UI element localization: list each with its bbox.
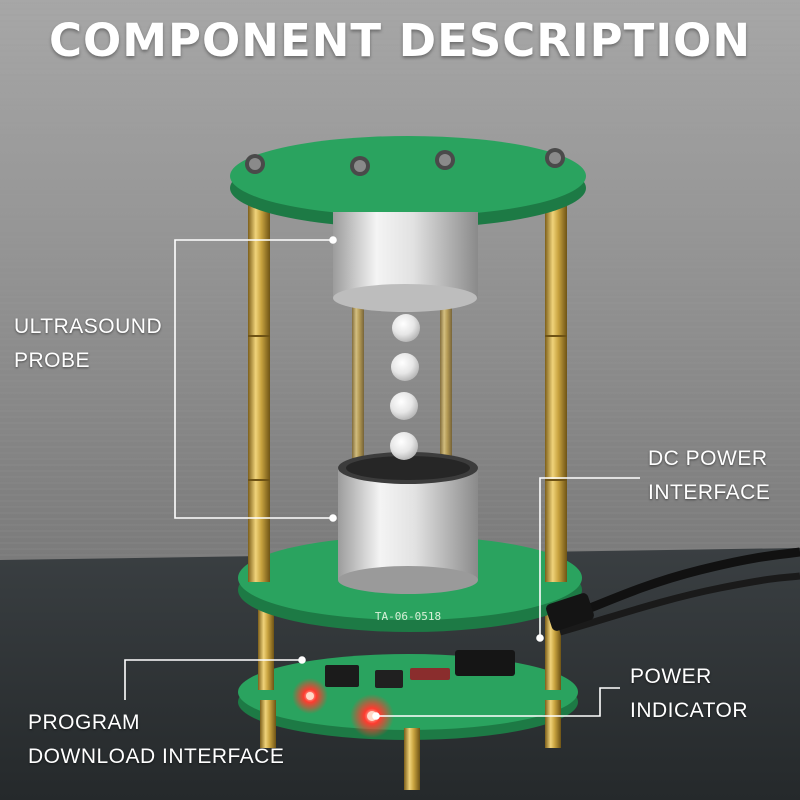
label-line: INTERFACE bbox=[648, 481, 771, 504]
label-line: POWER bbox=[630, 665, 712, 688]
label-line: INDICATOR bbox=[630, 699, 749, 722]
board-print: TA-06-0518 bbox=[375, 610, 441, 623]
brass-pillar-right bbox=[545, 182, 567, 582]
bottom-pcb bbox=[238, 654, 578, 730]
callout-dc-power bbox=[536, 477, 640, 642]
brass-pillar-left bbox=[248, 182, 270, 582]
connector-block bbox=[455, 650, 515, 676]
upper-transducer bbox=[333, 212, 478, 298]
levitating-bead bbox=[392, 314, 420, 342]
lower-transducer bbox=[338, 468, 478, 580]
label-dc-power-interface: DC POWER INTERFACE bbox=[648, 442, 770, 510]
label-line: DC POWER bbox=[648, 447, 768, 470]
callout-ultrasound-probe bbox=[174, 236, 337, 522]
label-power-indicator: POWER INDICATOR bbox=[630, 660, 748, 728]
label-line: PROBE bbox=[14, 349, 91, 372]
brass-foot-left bbox=[260, 700, 276, 748]
top-pcb bbox=[230, 136, 586, 216]
label-line: PROGRAM bbox=[28, 711, 141, 734]
callout-power-indicator bbox=[372, 687, 620, 720]
dc-plug bbox=[546, 593, 594, 631]
resistor-array bbox=[410, 668, 450, 680]
label-program-download-interface: PROGRAM DOWNLOAD INTERFACE bbox=[28, 706, 284, 774]
callout-program-download bbox=[124, 656, 306, 700]
chip bbox=[375, 670, 403, 688]
label-ultrasound-probe: ULTRASOUND PROBE bbox=[14, 310, 162, 378]
label-line: DOWNLOAD INTERFACE bbox=[28, 745, 285, 768]
brass-foot-right bbox=[545, 700, 561, 748]
brass-spacer-left bbox=[258, 600, 274, 690]
dc-power-cable bbox=[558, 547, 800, 625]
chip bbox=[325, 665, 359, 687]
levitating-bead bbox=[390, 392, 418, 420]
brass-foot-front bbox=[404, 728, 420, 790]
levitating-bead bbox=[391, 353, 419, 381]
label-line: ULTRASOUND bbox=[14, 315, 163, 338]
levitating-bead bbox=[390, 432, 418, 460]
page-title: COMPONENT DESCRIPTION bbox=[49, 14, 751, 67]
